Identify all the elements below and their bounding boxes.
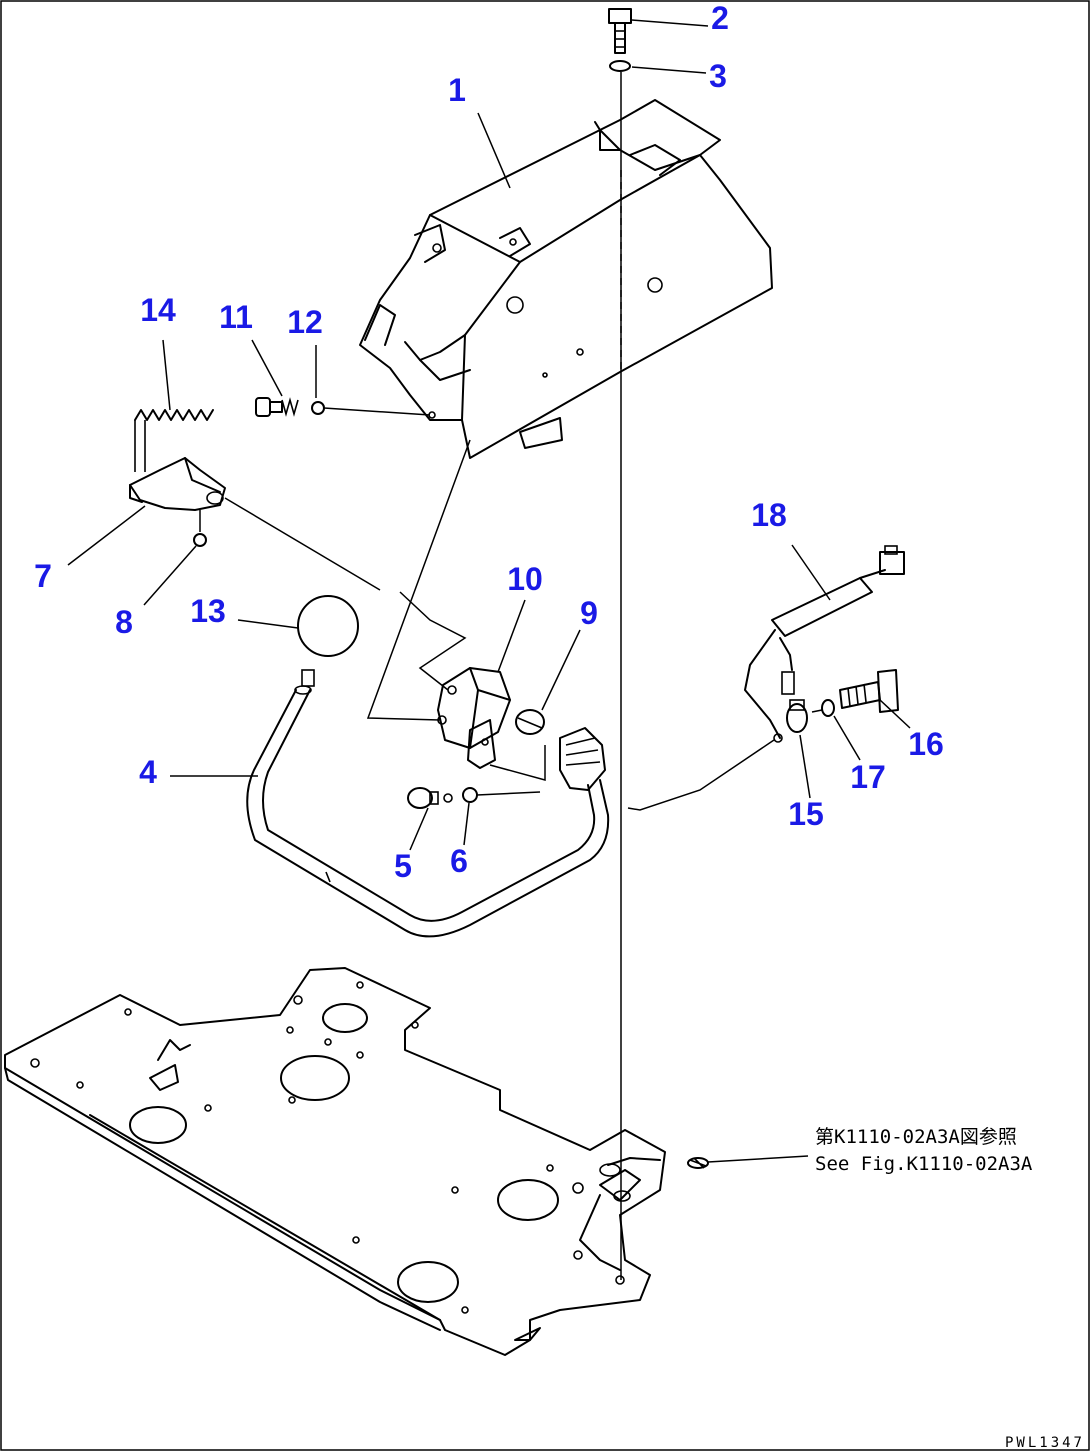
reference-jp: 第K1110-02A3A図参照 [815, 1126, 1017, 1148]
callout-17: 17 [850, 759, 886, 795]
leader-7 [67, 505, 146, 566]
callout-15: 15 [788, 796, 824, 832]
callout-3: 3 [709, 58, 727, 94]
part-7-lever [129, 457, 226, 511]
drawing-code: PWL1347 [1005, 1435, 1085, 1451]
part-10-valve [437, 667, 511, 769]
callout-14: 14 [140, 292, 176, 328]
part-1-bracket-cover [359, 99, 773, 459]
leader-9 [541, 629, 581, 711]
leader-15 [799, 734, 811, 799]
part-7-mount-line [224, 497, 381, 591]
leader-18 [791, 544, 831, 601]
part-5-plug [407, 787, 453, 809]
part-8-pin [193, 533, 207, 547]
callout-1: 1 [448, 72, 466, 108]
part-10-mount-line [366, 439, 471, 721]
leader-1 [477, 112, 511, 189]
part-15-switch [773, 699, 808, 743]
callout-16: 16 [908, 726, 944, 762]
leader-3 [631, 66, 707, 74]
part-6-washer [462, 787, 478, 803]
clamp-mount-line [489, 745, 546, 781]
reference-leader [707, 1155, 809, 1163]
callout-13: 13 [190, 593, 226, 629]
part-12-washer [311, 401, 325, 415]
reference-en: See Fig.K1110-02A3A [815, 1153, 1033, 1175]
leader-16 [879, 699, 911, 729]
part-2-bolt [608, 8, 632, 54]
part-16-bolt [839, 669, 899, 713]
part-clamp [559, 727, 606, 791]
callout-18: 18 [751, 497, 787, 533]
callout-11: 11 [219, 299, 253, 335]
part-17-washer [821, 699, 835, 717]
callout-12: 12 [287, 304, 323, 340]
leader-17 [833, 715, 861, 761]
part-6-mount-line [476, 791, 541, 796]
part-floor-plate [4, 967, 666, 1356]
part-13-disc [297, 595, 359, 657]
leader-6 [463, 802, 470, 846]
part-16-mount-line [811, 709, 823, 713]
part-10-link-line [399, 591, 467, 691]
callout-7: 7 [34, 558, 52, 594]
reference-connector [687, 1157, 709, 1169]
leader-2 [631, 19, 709, 27]
callout-5: 5 [394, 848, 412, 884]
part-3-washer [609, 60, 631, 72]
callout-10: 10 [507, 561, 543, 597]
leader-13 [237, 619, 299, 629]
callout-6: 6 [450, 843, 468, 879]
leader-8 [143, 545, 197, 606]
leader-14 [162, 339, 171, 411]
leader-11 [251, 339, 283, 397]
part-4-pipe [246, 669, 610, 938]
part-11-bolt [255, 397, 299, 417]
part-14-spring [134, 409, 214, 472]
callout-8: 8 [115, 604, 133, 640]
part-12-mount-line [323, 407, 431, 416]
part-9-cap [515, 709, 545, 735]
part-15-mount-line [627, 739, 775, 811]
callout-4: 4 [139, 754, 157, 790]
leader-10 [497, 599, 526, 673]
callout-9: 9 [580, 595, 598, 631]
leader-5 [409, 807, 429, 851]
part-18-cable [744, 545, 905, 739]
callout-2: 2 [711, 0, 729, 36]
